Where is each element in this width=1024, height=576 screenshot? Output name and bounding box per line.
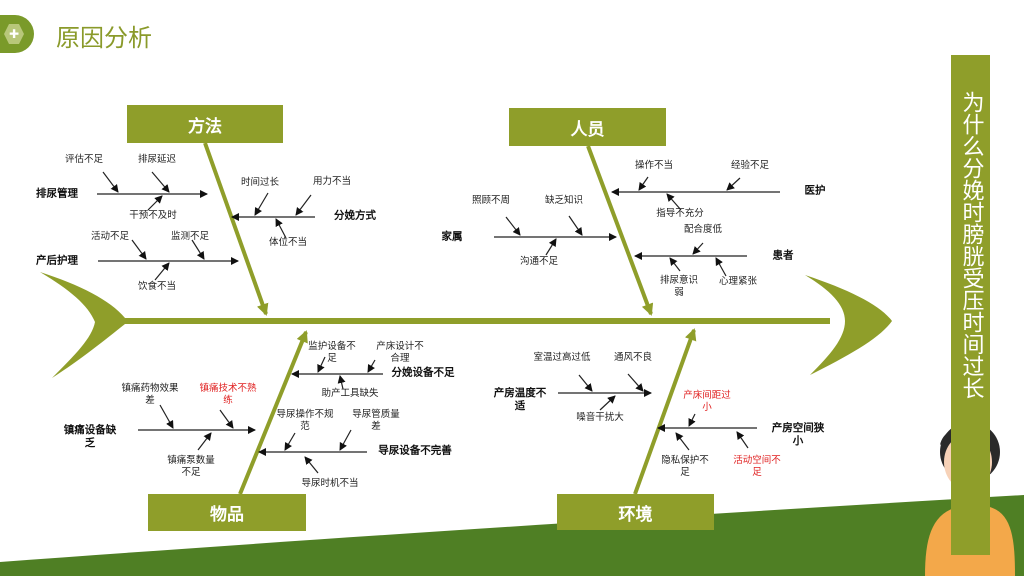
cause-label: 心理紧张 — [718, 276, 758, 287]
cause-label: 干预不及时 — [129, 210, 177, 221]
cause-label: 排尿意识弱 — [659, 275, 698, 298]
cause-label: 经验不足 — [730, 160, 770, 171]
branch-label: 产房空间狭小 — [771, 422, 825, 447]
cause-label: 指导不充分 — [656, 208, 704, 219]
spine — [110, 318, 830, 324]
branch-label: 家属 — [441, 230, 463, 243]
medical-cross-hexagon-icon: ✚ — [0, 15, 34, 53]
page-title: 原因分析 — [56, 24, 152, 52]
side-title-banner: 为什么分娩时膀胱受压时间过长 — [951, 55, 990, 555]
fish-tail — [40, 272, 125, 378]
branch-label: 排尿管理 — [36, 187, 78, 200]
category-environment: 环境 — [557, 494, 714, 530]
branch-label: 导尿设备不完善 — [378, 444, 452, 457]
cause-label: 操作不当 — [634, 160, 674, 171]
cause-label-highlight: 镇痛技术不熟练 — [199, 383, 257, 406]
side-title: 为什么分娩时膀胱受压时间过长 — [958, 91, 984, 399]
cause-label: 导尿管质量差 — [352, 409, 400, 432]
cause-label: 镇痛泵数量不足 — [167, 455, 215, 478]
branch-label: 产后护理 — [36, 254, 78, 267]
cause-label: 评估不足 — [64, 154, 104, 165]
cause-label: 监测不足 — [170, 231, 210, 242]
cause-label: 隐私保护不足 — [661, 455, 709, 478]
cause-label: 监护设备不足 — [308, 341, 356, 364]
cause-label: 噪音干扰大 — [576, 412, 624, 423]
category-method: 方法 — [127, 105, 283, 143]
cause-label: 导尿操作不规范 — [276, 409, 334, 432]
branch-label: 产房温度不适 — [493, 387, 547, 412]
cause-label: 用力不当 — [312, 176, 352, 187]
category-items: 物品 — [148, 494, 306, 531]
cause-label: 助产工具缺失 — [321, 388, 379, 399]
cause-label: 沟通不足 — [519, 256, 559, 267]
cause-label: 配合度低 — [683, 224, 723, 235]
cause-label: 排尿延迟 — [137, 154, 177, 165]
bottom-wave — [0, 495, 1024, 576]
cause-label: 活动不足 — [90, 231, 130, 242]
cause-label: 缺乏知识 — [544, 195, 584, 206]
cause-label: 饮食不当 — [137, 281, 177, 292]
cause-label: 时间过长 — [240, 177, 280, 188]
cause-label-highlight: 产床间距过小 — [683, 390, 731, 413]
cause-label: 导尿时机不当 — [301, 478, 359, 489]
cause-label: 室温过高过低 — [533, 352, 591, 363]
cause-label: 体位不当 — [268, 237, 308, 248]
branch-label: 医护 — [804, 184, 826, 197]
branch-label: 分娩设备不足 — [391, 366, 455, 379]
cause-label: 照顾不周 — [471, 195, 511, 206]
cause-label: 产床设计不合理 — [376, 341, 424, 364]
branch-label: 镇痛设备缺乏 — [63, 424, 117, 449]
branch-label: 分娩方式 — [334, 209, 376, 222]
cause-label: 通风不良 — [613, 352, 653, 363]
cause-label-highlight: 活动空间不足 — [733, 455, 781, 478]
category-people: 人员 — [509, 108, 666, 146]
fish-head — [805, 275, 892, 375]
branch-label: 患者 — [772, 249, 794, 262]
cause-label: 镇痛药物效果差 — [121, 383, 179, 406]
